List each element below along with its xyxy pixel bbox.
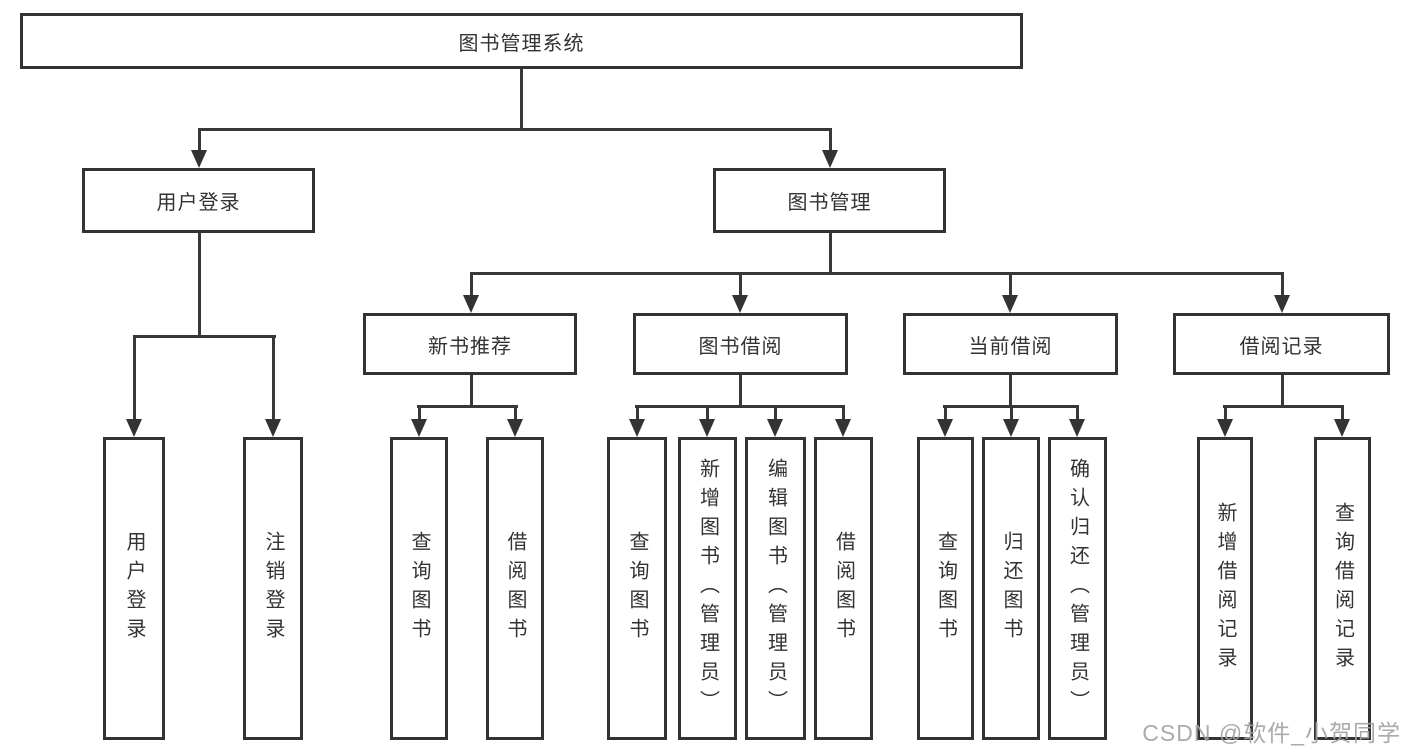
leaf-add-borrow-record: 新增借阅记录 <box>1197 437 1253 740</box>
connector-vline <box>739 272 742 298</box>
connector-vline <box>829 128 832 152</box>
node-library-management-system: 图书管理系统 <box>20 13 1023 69</box>
connector-vline <box>1224 405 1227 421</box>
arrow-down-icon <box>191 150 207 168</box>
connector-hline <box>470 272 1284 275</box>
connector-vline <box>636 405 639 421</box>
leaf-label: 确认归还（管理员） <box>1066 458 1089 719</box>
arrow-down-icon <box>822 150 838 168</box>
arrow-down-icon <box>629 419 645 437</box>
arrow-down-icon <box>1217 419 1233 437</box>
connector-vline <box>842 405 845 421</box>
node-new-book-recommendation: 新书推荐 <box>363 313 577 375</box>
node-book-management: 图书管理 <box>713 168 946 233</box>
node-borrowing-records: 借阅记录 <box>1173 313 1390 375</box>
arrow-down-icon <box>265 419 281 437</box>
node-label: 借阅记录 <box>1239 335 1324 358</box>
connector-vline <box>1281 272 1284 298</box>
leaf-label: 编辑图书（管理员） <box>764 458 787 719</box>
connector-vline <box>470 272 473 298</box>
connector-vline <box>470 375 473 408</box>
leaf-label: 借阅图书 <box>832 530 855 647</box>
connector-vline <box>1010 405 1013 421</box>
node-label: 新书推荐 <box>428 335 512 358</box>
leaf-label: 查询图书 <box>626 530 648 647</box>
leaf-borrow-books: 借阅图书 <box>486 437 544 740</box>
connector-vline <box>520 69 523 131</box>
arrow-down-icon <box>937 419 953 437</box>
leaf-query-books: 查询图书 <box>917 437 974 740</box>
connector-vline <box>1281 375 1284 408</box>
csdn-watermark: CSDN @软件_小贺同学 <box>1142 720 1401 746</box>
node-label: 图书管理 <box>787 192 872 214</box>
connector-hline <box>417 405 518 408</box>
arrow-down-icon <box>699 419 715 437</box>
connector-hline <box>635 405 845 408</box>
arrow-down-icon <box>126 419 142 437</box>
connector-vline <box>198 233 201 338</box>
arrow-down-icon <box>1274 295 1290 313</box>
leaf-label: 归还图书 <box>1000 530 1022 647</box>
leaf-label: 查询图书 <box>934 530 957 647</box>
leaf-query-borrow-record: 查询借阅记录 <box>1314 437 1371 740</box>
connector-vline <box>1009 272 1012 298</box>
connector-vline <box>706 405 709 421</box>
arrow-down-icon <box>1003 419 1019 437</box>
arrow-down-icon <box>1002 295 1018 313</box>
node-label: 图书借阅 <box>698 335 783 358</box>
leaf-user-login: 用户登录 <box>103 437 165 740</box>
leaf-label: 新增借阅记录 <box>1214 501 1236 676</box>
leaf-return-books: 归还图书 <box>982 437 1040 740</box>
connector-vline <box>514 405 517 421</box>
node-label: 图书管理系统 <box>458 32 585 55</box>
arrow-down-icon <box>732 295 748 313</box>
leaf-edit-books-admin: 编辑图书（管理员） <box>745 437 806 740</box>
leaf-logout: 注销登录 <box>243 437 303 740</box>
arrow-down-icon <box>767 419 783 437</box>
connector-vline <box>739 375 742 408</box>
connector-hline <box>133 335 276 338</box>
connector-vline <box>1076 405 1079 421</box>
leaf-query-books: 查询图书 <box>390 437 448 740</box>
leaf-label: 新增图书（管理员） <box>696 458 719 719</box>
arrow-down-icon <box>411 419 427 437</box>
leaf-label: 借阅图书 <box>504 530 526 647</box>
node-book-borrowing: 图书借阅 <box>633 313 848 375</box>
node-label: 用户登录 <box>156 192 241 214</box>
connector-vline <box>418 405 421 421</box>
leaf-add-books-admin: 新增图书（管理员） <box>678 437 737 740</box>
connector-vline <box>829 233 832 275</box>
connector-hline <box>1223 405 1344 408</box>
arrow-down-icon <box>835 419 851 437</box>
connector-vline <box>1341 405 1344 421</box>
connector-vline <box>133 335 136 421</box>
connector-hline <box>198 128 832 131</box>
leaf-query-books: 查询图书 <box>607 437 667 740</box>
connector-vline <box>944 405 947 421</box>
leaf-label: 查询借阅记录 <box>1331 501 1354 676</box>
leaf-label: 用户登录 <box>123 530 145 647</box>
leaf-label: 注销登录 <box>262 530 284 647</box>
node-label: 当前借阅 <box>968 335 1053 358</box>
node-current-borrowing: 当前借阅 <box>903 313 1118 375</box>
connector-vline <box>272 335 275 421</box>
connector-vline <box>198 128 201 152</box>
connector-vline <box>774 405 777 421</box>
arrow-down-icon <box>1069 419 1085 437</box>
arrow-down-icon <box>463 295 479 313</box>
leaf-confirm-return-admin: 确认归还（管理员） <box>1048 437 1107 740</box>
node-user-login: 用户登录 <box>82 168 315 233</box>
connector-vline <box>1009 375 1012 408</box>
arrow-down-icon <box>1334 419 1350 437</box>
leaf-label: 查询图书 <box>408 530 430 647</box>
leaf-borrow-books: 借阅图书 <box>814 437 873 740</box>
arrow-down-icon <box>507 419 523 437</box>
